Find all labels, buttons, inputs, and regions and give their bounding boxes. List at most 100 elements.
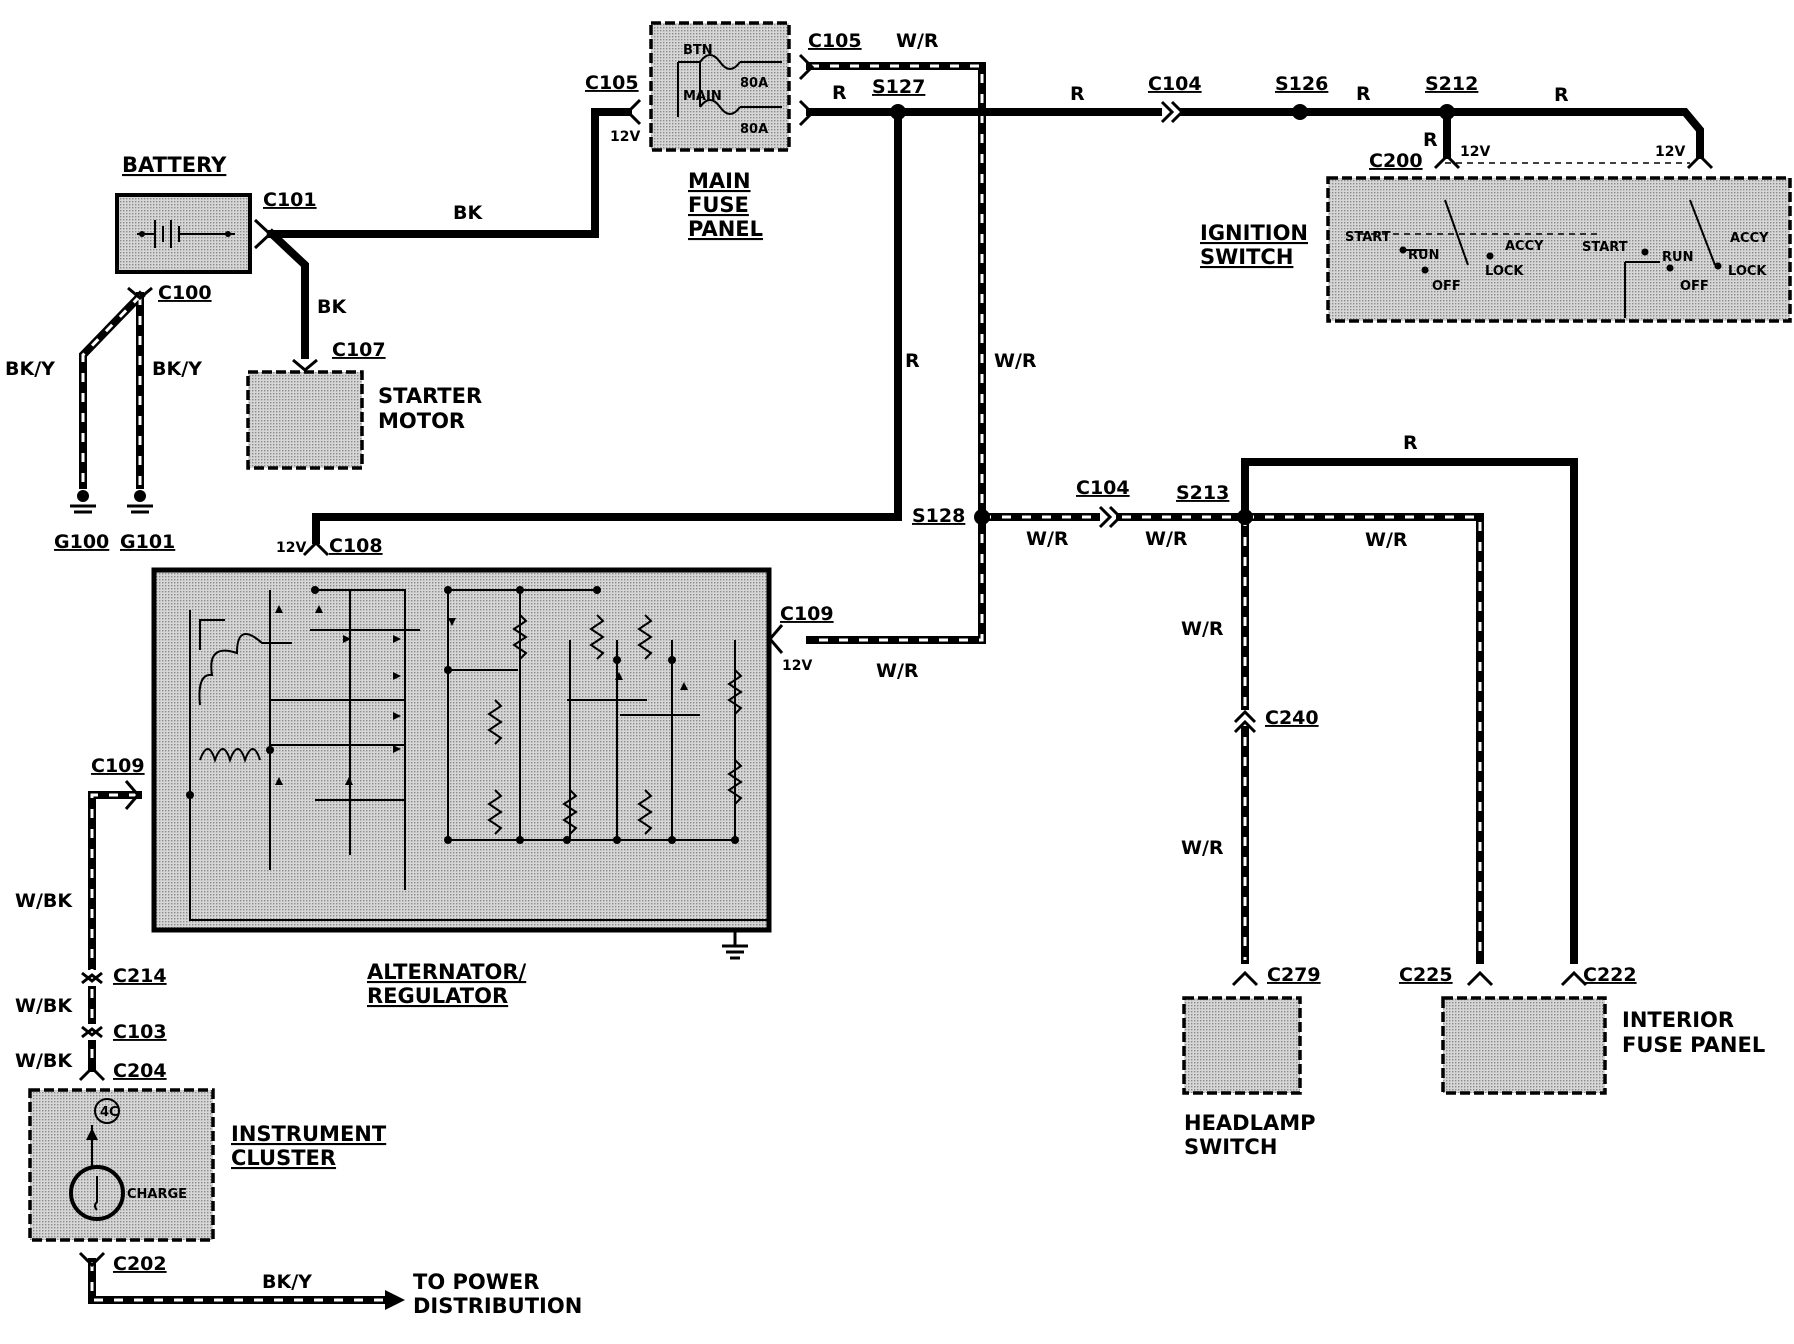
ign-off-2: OFF [1680,279,1709,294]
headlamp-switch-box [1182,996,1302,1095]
wire-bk-battery-to-fuse [268,108,632,238]
connector-c109-right: C109 [780,603,834,625]
main-fuse-label-3: PANEL [688,217,763,241]
wire-label-bky-1: BK/Y [5,358,55,380]
connector-c103: C103 [113,1021,167,1043]
wire-label-r-4: R [1554,84,1569,106]
ground-g100: G100 [54,531,109,553]
wire-label-bk-1: BK [453,202,483,224]
wire-label-wr-8: W/R [1181,837,1224,859]
wire-label-wr-2: W/R [994,350,1037,372]
starter-label-2: MOTOR [378,409,465,433]
ign-off-1: OFF [1432,279,1461,294]
connector-c202: C202 [113,1253,167,1275]
main-fuse-panel-box [649,21,791,152]
ignition-label-1: IGNITION [1200,221,1308,245]
wire-label-r-3: R [1356,83,1371,105]
wire-label-r-7: R [1403,432,1418,454]
battery-symbol [137,220,235,248]
headlamp-label-1: HEADLAMP [1184,1111,1316,1135]
charge-indicator [69,1098,125,1221]
ign-lock-2: LOCK [1728,264,1767,279]
splice-dots [890,104,1455,525]
voltage-12v-c200: 12V [1460,144,1490,160]
interior-fuse-panel-box [1441,996,1607,1095]
wire-label-wbk-1: W/BK [15,890,73,912]
connector-c100: C100 [158,282,212,304]
main-fuse-label-1: MAIN [688,169,751,193]
ign-accy-1: ACCY [1505,239,1544,254]
ground-g101: G101 [120,531,175,553]
wire-label-wbk-2: W/BK [15,995,73,1017]
connector-c240: C240 [1265,707,1319,729]
ign-lock-1: LOCK [1485,264,1524,279]
wire-label-r-6: R [905,350,920,372]
battery-label: BATTERY [122,153,227,177]
wire-label-wr-top: W/R [896,30,939,52]
ignition-label-2: SWITCH [1200,245,1293,269]
wire-label-bk-2: BK [317,296,347,318]
voltage-12v-c109: 12V [782,658,812,674]
wire-bk-battery-to-starter [266,228,309,359]
main-fuse-label-2: FUSE [688,193,749,217]
connector-c104-mid: C104 [1076,477,1130,499]
wire-label-wr-3: W/R [1026,528,1069,550]
splice-s126: S126 [1275,73,1328,95]
ignition-switch-box [1326,176,1792,323]
headlamp-label-2: SWITCH [1184,1135,1277,1159]
wire-w-r-top [806,62,986,644]
wire-label-wr-7: W/R [1181,618,1224,640]
wire-bk-y-ground [79,290,146,489]
connector-c105-right: C105 [808,30,862,52]
wire-label-bky-3: BK/Y [262,1271,312,1293]
wire-label-r-5: R [1423,129,1438,151]
wire-label-r-1: R [832,82,847,104]
cluster-charge-text: CHARGE [127,1187,187,1202]
inline-connectors [81,100,1257,1040]
fuse-main-label: MAIN [683,89,722,104]
ign-run-2: RUN [1662,250,1693,265]
ign-start-2: START [1582,240,1628,255]
cluster-pin-text: 4C [100,1105,119,1120]
connector-c108: C108 [329,535,383,557]
wire-label-r-2: R [1070,83,1085,105]
wire-label-wbk-3: W/BK [15,1050,73,1072]
ignition-switch-contacts [1360,162,1722,318]
alternator-ground-icon [722,930,748,960]
interior-label-2: FUSE PANEL [1622,1033,1765,1057]
connector-c225: C225 [1399,964,1453,986]
wire-label-wr-6: W/R [876,660,919,682]
fuse-symbols [677,54,782,117]
terminal-chevrons [78,53,1714,1268]
connector-c214: C214 [113,965,167,987]
power-label-1: TO POWER [413,1270,539,1294]
wire-label-bky-2: BK/Y [152,358,202,380]
starter-label-1: STARTER [378,384,482,408]
interior-label-1: INTERIOR [1622,1008,1734,1032]
alternator-internal-circuit [186,586,770,921]
wire-label-wr-5: W/R [1365,529,1408,551]
alternator-label-2: REGULATOR [367,984,508,1008]
power-label-2: DISTRIBUTION [413,1294,582,1318]
connector-c107: C107 [332,339,386,361]
wire-bk-y-power [88,1258,405,1310]
ign-start-1: START [1345,230,1391,245]
wire-r-main-run [312,108,1704,544]
splice-s128: S128 [912,505,965,527]
connector-c109-left: C109 [91,755,145,777]
fuse-btn-label: BTN [683,43,713,58]
ign-run-1: RUN [1408,248,1439,263]
splice-s213: S213 [1176,482,1229,504]
connector-c279: C279 [1267,964,1321,986]
wire-w-r-to-s213 [978,513,1484,964]
cluster-label-1: INSTRUMENT [231,1122,387,1146]
alternator-regulator-box [151,567,772,933]
wire-label-wr-4: W/R [1145,528,1188,550]
fuse-rating-2: 80A [740,122,768,137]
connector-c105-left: C105 [585,72,639,94]
instrument-cluster-box [28,1088,215,1242]
starter-motor-box [246,370,364,470]
cluster-label-2: CLUSTER [231,1146,336,1170]
connector-c222: C222 [1583,964,1637,986]
